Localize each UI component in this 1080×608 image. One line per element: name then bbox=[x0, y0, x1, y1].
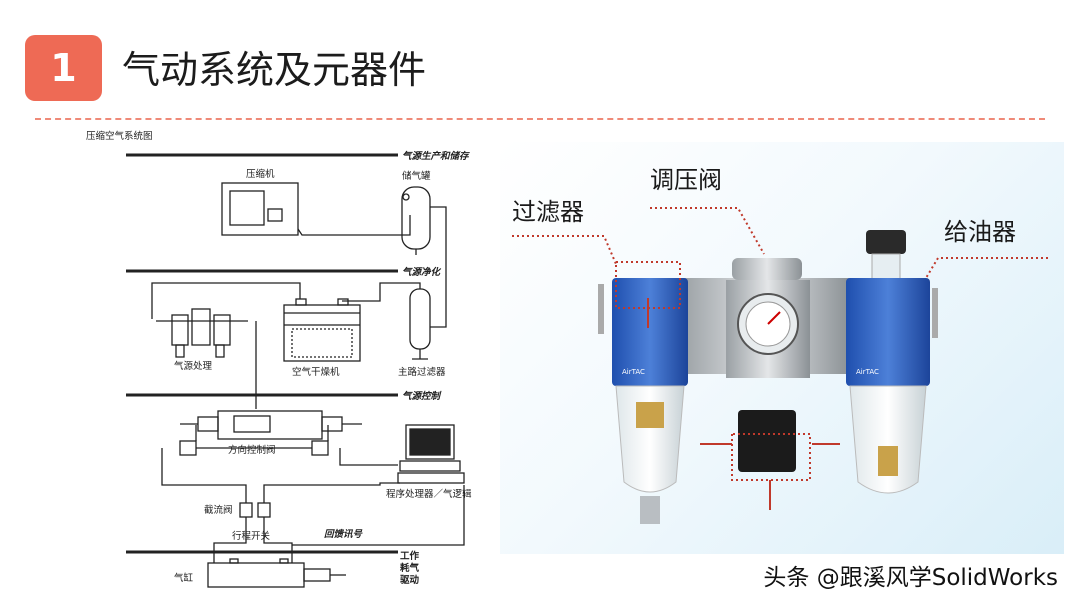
label-feedback: 回馈讯号 bbox=[324, 528, 364, 540]
slide-title: 气动系统及元器件 bbox=[122, 48, 427, 92]
title-divider bbox=[35, 118, 1045, 120]
brand-label-lubricator: AirTAC bbox=[856, 368, 879, 376]
compressed-air-system-diagram: 压缩空气系统图 气源生产和储存 气源净化 气源控制 压缩机 储气罐 气源处理 空… bbox=[86, 130, 472, 588]
section-label-storage: 气源生产和储存 bbox=[402, 150, 470, 162]
slide-number-badge: 1 bbox=[25, 35, 102, 101]
callout-regulator: 调压阀 bbox=[650, 166, 722, 194]
label-direction-valve: 方向控制阀 bbox=[228, 444, 276, 456]
watermark: 头条 @跟溪风学SolidWorks bbox=[763, 565, 1058, 591]
callout-filter: 过滤器 bbox=[512, 198, 584, 226]
section-label-control: 气源控制 bbox=[402, 390, 443, 402]
label-dryer: 空气干燥机 bbox=[292, 366, 340, 378]
section-label-purification: 气源净化 bbox=[402, 266, 442, 278]
label-work: 工作耗气驱动 bbox=[400, 550, 420, 586]
frl-unit-illustration: AirTAC AirTAC bbox=[512, 207, 1048, 524]
label-treatment: 气源处理 bbox=[174, 360, 213, 372]
label-processor: 程序处理器／气逻辑 bbox=[386, 488, 472, 500]
brand-label-filter: AirTAC bbox=[622, 368, 645, 376]
label-air-tank: 储气罐 bbox=[402, 170, 431, 182]
frl-unit-photo: AirTAC AirTAC 过滤器 调压阀 给油器 bbox=[500, 142, 1064, 554]
label-cylinder: 气缸 bbox=[174, 572, 194, 584]
label-throttle-valve: 截流阀 bbox=[204, 504, 233, 516]
label-main-filter: 主路过滤器 bbox=[398, 366, 446, 378]
callout-lubricator: 给油器 bbox=[944, 218, 1016, 246]
diagram-caption: 压缩空气系统图 bbox=[86, 130, 153, 142]
label-compressor: 压缩机 bbox=[246, 168, 275, 180]
label-limit-switch: 行程开关 bbox=[232, 530, 271, 542]
